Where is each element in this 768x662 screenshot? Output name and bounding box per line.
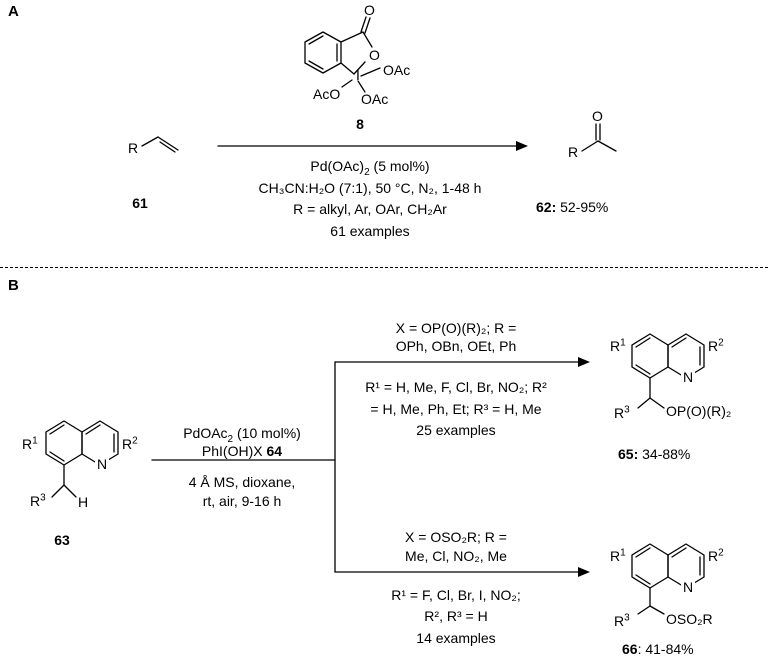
r2-sup: 2 xyxy=(132,435,138,447)
arrowhead-a xyxy=(516,141,528,151)
product-65-yield-value: 34-88% xyxy=(638,446,691,462)
substrate-63-r3: R3 xyxy=(30,493,46,509)
r1-letter: R xyxy=(22,436,33,452)
product-62-id: 62: xyxy=(536,199,557,215)
substrate-61-id: 61 xyxy=(132,195,148,211)
r3-sup: 3 xyxy=(40,492,46,504)
substrate-61-r: R xyxy=(128,140,139,156)
product-62-yield: 62: 52-95% xyxy=(536,199,608,215)
p65-r1-sup: 1 xyxy=(620,337,626,349)
product-66-r2: R2 xyxy=(708,548,724,564)
substrate-63-n: N xyxy=(97,456,108,472)
p65-r3-sup: 3 xyxy=(624,404,630,416)
lower-r-line1: R¹ = F, Cl, Br, I, NO₂; xyxy=(391,587,521,603)
upper-r-line1: R¹ = H, Me, F, Cl, Br, NO₂; R² xyxy=(365,379,547,395)
oxidant-text: PhI(OH)X xyxy=(201,443,267,459)
p66-r1-letter: R xyxy=(610,548,621,564)
substrate-63-id: 63 xyxy=(54,532,70,548)
product-65-id: 65: xyxy=(618,446,639,462)
product-66-yield-value: : 41-84% xyxy=(637,641,694,657)
panel-label-a: A xyxy=(8,3,19,20)
p65-r2-letter: R xyxy=(708,338,719,354)
p66-r2-sup: 2 xyxy=(718,547,724,559)
substrate-63-h: H xyxy=(78,494,89,510)
p65-r3-letter: R xyxy=(614,405,625,421)
p65-r1-letter: R xyxy=(610,338,621,354)
condition-a-catalyst-main: Pd(OAc) xyxy=(310,158,365,174)
product-65-structure xyxy=(631,333,705,409)
product-62-o: O xyxy=(592,108,603,124)
condition-a-catalyst: Pd(OAc)2 (5 mol%) xyxy=(310,158,430,177)
lower-x-line1: X = OSO₂R; R = xyxy=(405,529,507,545)
catalyst-main: PdOAc xyxy=(183,425,228,441)
arrowhead-b-upper xyxy=(578,357,590,367)
lower-r-line2: R², R³ = H xyxy=(424,608,488,624)
reagent-8-aco-left: AcO xyxy=(313,86,341,102)
upper-r-line2: = H, Me, Ph, Et; R³ = H, Me xyxy=(370,401,542,417)
product-66-id: 66 xyxy=(622,641,638,657)
condition-a-solvent: CH₃CN:H₂O (7:1), 50 °C, N₂, 1-48 h xyxy=(258,180,482,196)
product-65-r1: R1 xyxy=(610,338,626,354)
product-66-r3: R3 xyxy=(614,613,630,629)
reagent-8-id: 8 xyxy=(356,116,364,132)
condition-a-examples: 61 examples xyxy=(330,223,410,239)
product-66-group: OSO₂R xyxy=(666,611,713,627)
product-66-n: N xyxy=(683,579,694,595)
r3-letter: R xyxy=(30,493,41,509)
condition-a-catalyst-tail: (5 mol%) xyxy=(369,158,430,174)
product-65-yield: 65: 34-88% xyxy=(618,446,690,462)
product-65-n: N xyxy=(683,369,694,385)
upper-x-line1: X = OP(O)(R)₂; R = xyxy=(395,320,517,336)
condition-b-catalyst: PdOAc2 (10 mol%) xyxy=(183,425,301,444)
p66-r2-letter: R xyxy=(708,548,719,564)
reagent-8-oac-right: OAc xyxy=(383,62,411,78)
p66-r1-sup: 1 xyxy=(620,547,626,559)
product-62-yield-value: 52-95% xyxy=(560,199,609,215)
oxidant-id: 64 xyxy=(266,443,283,459)
arrowhead-b-lower xyxy=(578,567,590,577)
product-66-yield: 66: 41-84% xyxy=(622,641,694,657)
panel-divider xyxy=(0,267,768,268)
condition-a-scope: R = alkyl, Ar, OAr, CH₂Ar xyxy=(293,201,447,217)
condition-b-additives: 4 Å MS, dioxane, xyxy=(188,474,296,490)
p66-r3-sup: 3 xyxy=(624,612,630,624)
upper-x-line2: OPh, OBn, OEt, Ph xyxy=(395,338,517,354)
condition-b-temp: rt, air, 9-16 h xyxy=(202,493,282,509)
reagent-8-ring-o: O xyxy=(369,47,380,63)
condition-a-catalyst-sub: 2 xyxy=(364,166,370,178)
product-62-r: R xyxy=(568,144,579,160)
p65-r2-sup: 2 xyxy=(718,337,724,349)
reagent-8-iodine: I xyxy=(356,67,360,83)
reagent-8-structure xyxy=(304,16,381,93)
product-65-r2: R2 xyxy=(708,338,724,354)
lower-x-line2: Me, Cl, NO₂, Me xyxy=(405,548,507,564)
p66-r3-letter: R xyxy=(614,613,625,629)
product-66-r1: R1 xyxy=(610,548,626,564)
condition-b-oxidant: PhI(OH)X 64 xyxy=(202,443,282,459)
product-65-r3: R3 xyxy=(614,405,630,421)
reagent-8-oac-bottom: OAc xyxy=(361,91,389,107)
substrate-63-r2: R2 xyxy=(122,436,138,452)
r2-letter: R xyxy=(122,436,133,452)
product-65-group: OP(O)(R)₂ xyxy=(666,403,732,419)
product-66-structure xyxy=(631,543,705,615)
panel-label-b: B xyxy=(8,277,19,294)
upper-examples: 25 examples xyxy=(416,422,496,438)
catalyst-tail: (10 mol%) xyxy=(233,425,301,441)
reagent-8-carbonyl-o: O xyxy=(364,2,375,18)
lower-examples: 14 examples xyxy=(416,630,496,646)
r1-sup: 1 xyxy=(32,435,38,447)
catalyst-sub: 2 xyxy=(227,433,234,445)
substrate-63-structure xyxy=(45,420,119,498)
substrate-63-r1: R1 xyxy=(22,436,38,452)
